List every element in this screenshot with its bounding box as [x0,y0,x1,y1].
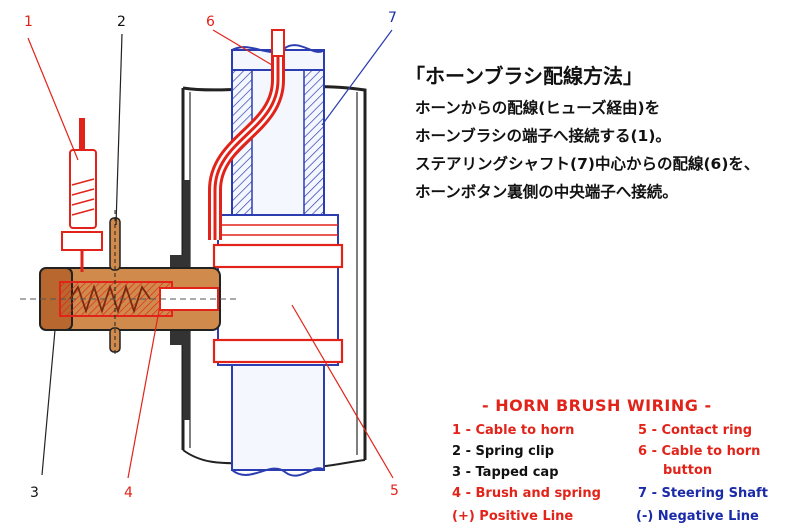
callout-7: 7 [388,10,397,26]
positive-line-label: (+) Positive Line [452,509,574,524]
callout-4: 4 [124,485,133,501]
legend-item-4: 4 - Brush and spring [452,486,601,501]
japanese-line-1: ホーンからの配線(ヒューズ経由)を [415,99,661,117]
horn-cable [61,118,103,272]
contact-ring [212,214,344,366]
callout-2: 2 [117,14,126,30]
horn-button-cable [208,29,285,240]
leader-lines [27,29,394,479]
legend-item-6: 6 - Cable to horn [638,444,761,459]
brush-housing [20,255,240,345]
legend-item-6-continued: button [663,463,713,478]
spring-clip [109,210,121,355]
japanese-title: 「ホーンブラシ配線方法」 [405,64,643,88]
callout-5: 5 [390,483,399,499]
callout-1: 1 [24,14,33,30]
callout-6: 6 [206,14,215,30]
legend-item-7: 7 - Steering Shaft [638,486,768,501]
legend-item-2: 2 - Spring clip [452,444,555,459]
legend-title: - HORN BRUSH WIRING - [482,396,712,415]
legend-item-3: 3 - Tapped cap [452,465,559,480]
legend-item-1: 1 - Cable to horn [452,423,575,438]
japanese-line-4: ホーンボタン裏側の中央端子へ接続。 [415,183,678,201]
japanese-line-2: ホーンブラシの端子へ接続する(1)。 [415,127,671,145]
legend-item-5: 5 - Contact ring [638,423,753,438]
callout-3: 3 [30,485,39,501]
negative-line-label: (-) Negative Line [636,509,759,524]
japanese-line-3: ステアリングシャフト(7)中心からの配線(6)を、 [415,155,760,173]
